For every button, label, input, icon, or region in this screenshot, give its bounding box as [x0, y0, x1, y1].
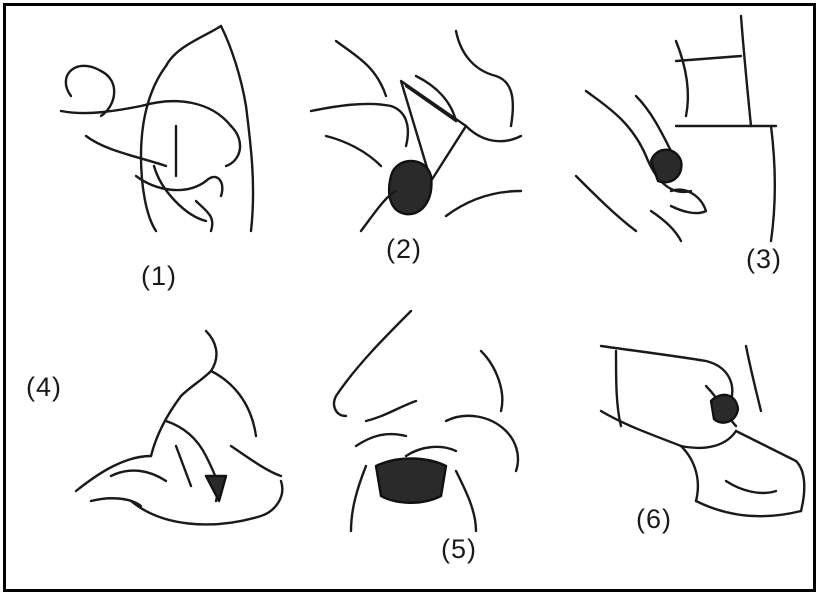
step-label-4: (4): [26, 374, 62, 401]
figure-frame: (1) (2) (3): [3, 3, 816, 592]
illustration-step-4: [71, 326, 301, 536]
step-label-2: (2): [386, 236, 422, 263]
illustration-step-2: [306, 16, 536, 236]
step-label-6: (6): [636, 506, 672, 533]
step-label-1: (1): [141, 263, 177, 290]
step-label-5: (5): [441, 536, 477, 563]
illustration-step-3: [576, 16, 806, 246]
illustration-step-1: [46, 16, 286, 266]
illustration-step-6: [596, 331, 821, 546]
illustration-step-5: [326, 306, 546, 536]
step-label-3: (3): [746, 246, 782, 273]
